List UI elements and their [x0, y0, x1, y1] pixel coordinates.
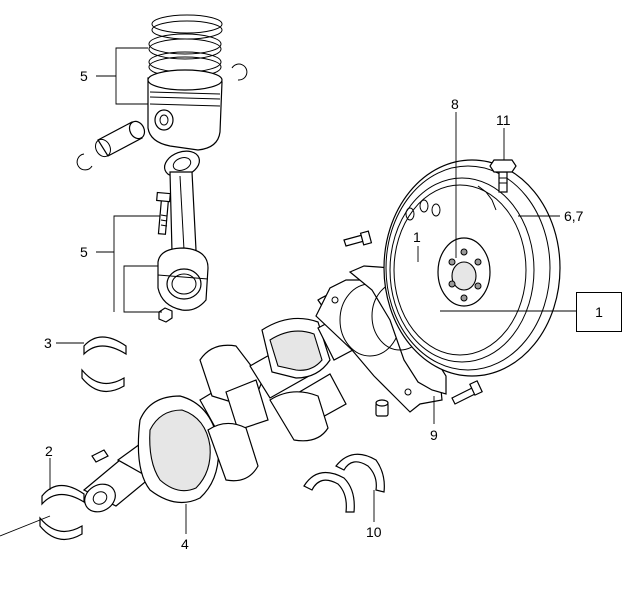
- piston-pin: [95, 120, 146, 158]
- callout-flywheel-bolt: 11: [496, 112, 511, 128]
- conrod-bearing-shells: [81, 336, 127, 393]
- callout-seal: 8: [451, 96, 459, 112]
- piston: [147, 69, 223, 151]
- thrust-washers: [303, 453, 385, 513]
- flywheel: [383, 159, 561, 377]
- seal-housing: [315, 265, 447, 413]
- conrod-bolt: [156, 191, 171, 235]
- dowel-pin: [375, 399, 389, 417]
- conrod-nut: [158, 307, 173, 323]
- piston-rings: [148, 14, 223, 78]
- housing-bolt-lower: [451, 380, 483, 405]
- callout-crankshaft: 4: [181, 536, 189, 552]
- housing-bolt: [343, 230, 373, 247]
- callout-oil-seal: 1: [413, 229, 421, 245]
- leader-lines: [0, 47, 576, 537]
- callout-thrust-washer: 10: [366, 524, 382, 540]
- circlip-right: [231, 63, 248, 81]
- connecting-rod: [157, 150, 209, 311]
- flywheel-bolt: [489, 159, 517, 193]
- callout-main-bearing: 2: [45, 443, 53, 459]
- callout-flywheel: 6,7: [564, 208, 584, 224]
- callout-seal-housing: 9: [430, 427, 438, 443]
- callout-oil-seal-boxed: 1: [576, 292, 622, 332]
- callout-conrod-bearing: 3: [44, 335, 52, 351]
- callout-piston-set: 5: [80, 68, 88, 84]
- callout-conrod-set: 5: [80, 244, 88, 260]
- circlip-left: [76, 153, 93, 171]
- main-bearing-shells: [39, 484, 85, 541]
